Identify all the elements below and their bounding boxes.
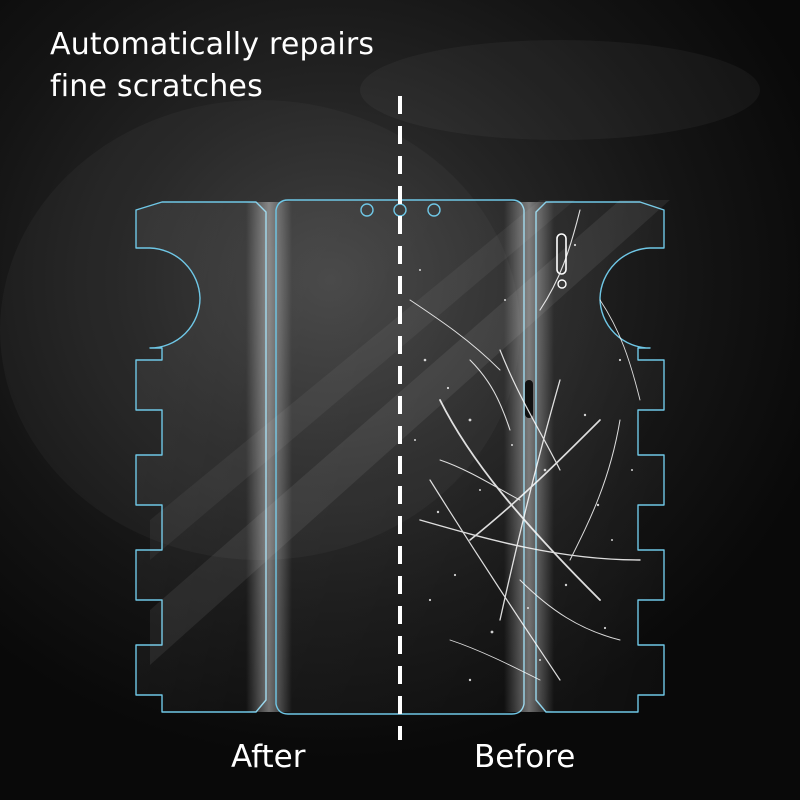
headline-line-2: fine scratches (50, 69, 263, 104)
glare-reflections (150, 200, 670, 665)
right-film-panel (504, 201, 665, 713)
before-label: Before (474, 739, 576, 775)
sensor-dot (557, 279, 567, 289)
sensor-slot (556, 233, 567, 275)
camera-cutout (427, 203, 441, 217)
camera-cutout (360, 203, 374, 217)
scratch-marks (409, 209, 641, 681)
after-label: After (231, 739, 306, 775)
background-light-haze (360, 40, 760, 140)
headline-line-1: Automatically repairs (50, 27, 375, 62)
right-fold-highlight (504, 202, 554, 712)
headline: Automatically repairs fine scratches (50, 24, 470, 108)
scratch-specks (414, 243, 633, 682)
